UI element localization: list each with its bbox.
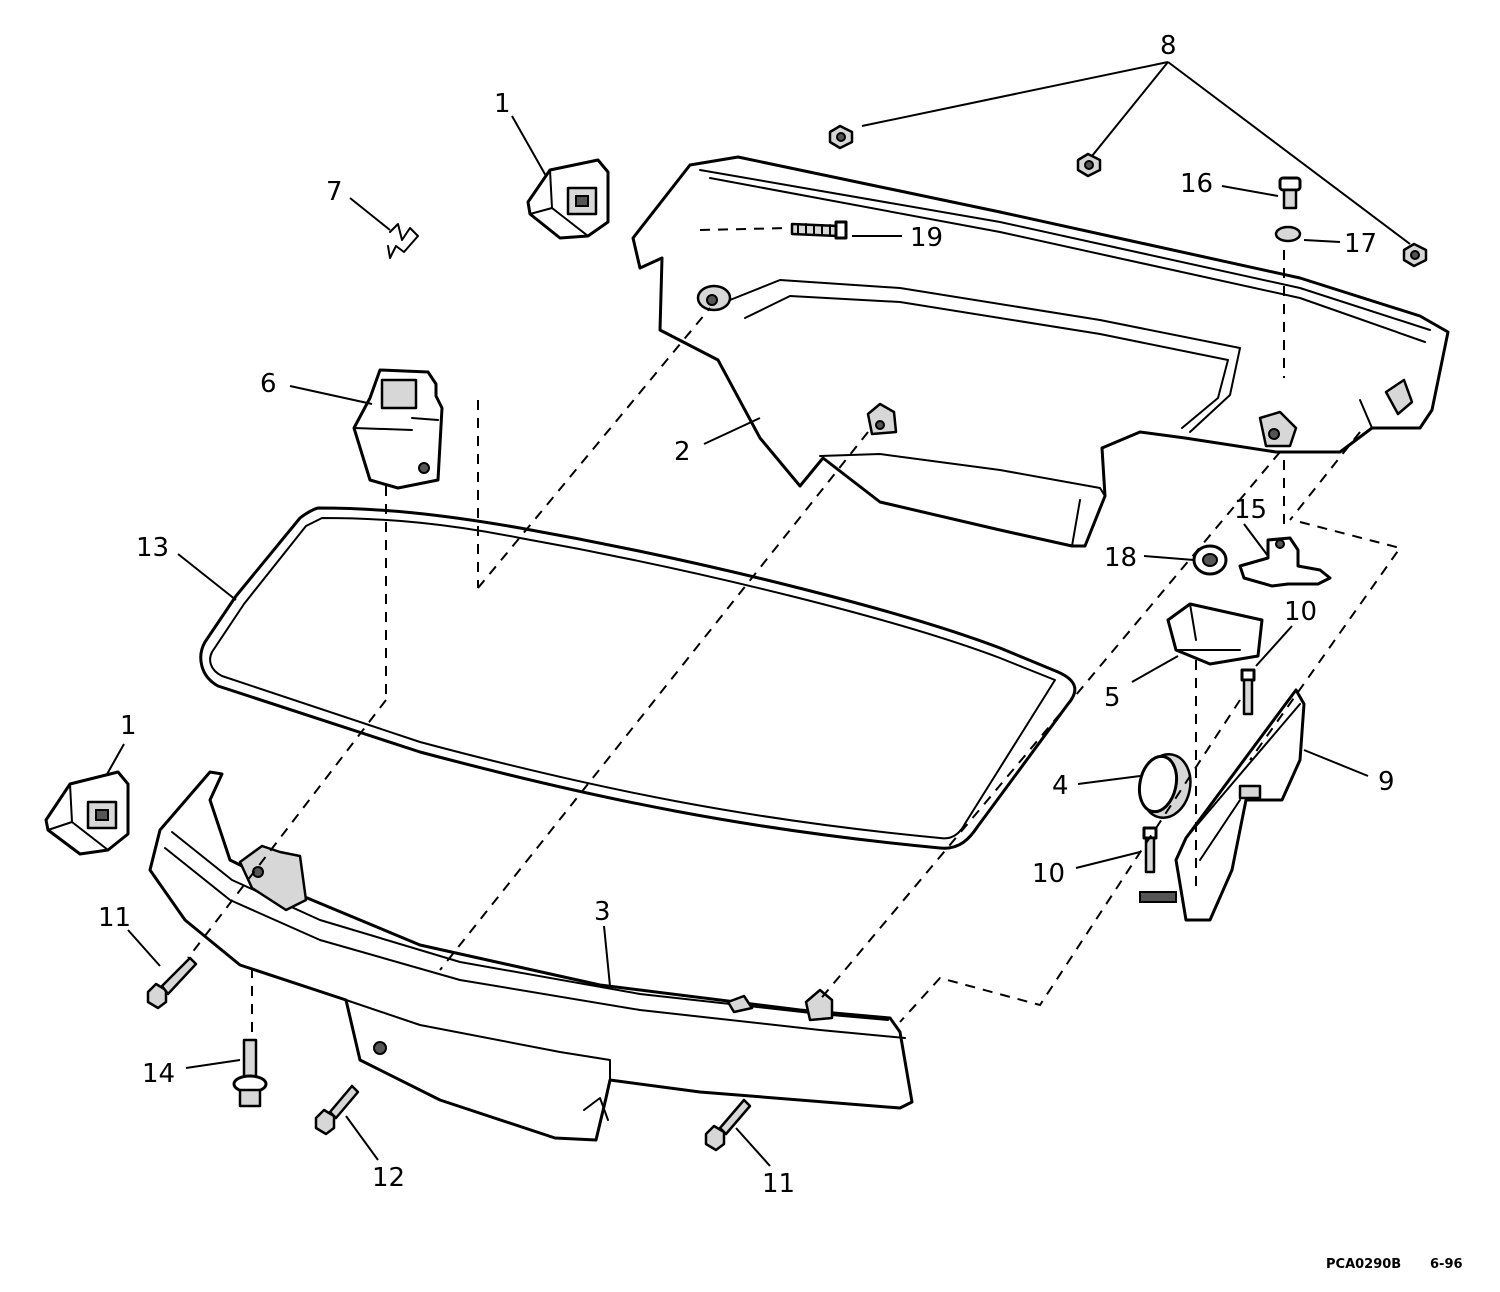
part-bolt-14 xyxy=(232,1038,268,1108)
drawing-code: PCA0290B xyxy=(1326,1257,1401,1272)
callout-15: 15 xyxy=(1234,495,1267,525)
callout-8: 8 xyxy=(1160,31,1177,61)
part-latch xyxy=(1238,536,1332,588)
revision-date: 6-96 xyxy=(1430,1257,1463,1272)
part-screw-19 xyxy=(790,220,848,240)
callout-7: 7 xyxy=(326,177,343,207)
part-bolt-11-left xyxy=(146,956,198,1010)
callout-1-upper: 1 xyxy=(494,89,511,119)
callout-9: 9 xyxy=(1378,767,1395,797)
callout-10-lower: 10 xyxy=(1032,859,1065,889)
part-screw-16 xyxy=(1278,176,1302,210)
callout-18: 18 xyxy=(1104,543,1137,573)
callout-17: 17 xyxy=(1344,229,1377,259)
callout-12: 12 xyxy=(372,1163,405,1193)
part-washer-17 xyxy=(1274,225,1302,243)
callout-5: 5 xyxy=(1104,683,1121,713)
part-nut-8-a xyxy=(828,124,854,150)
part-bolt-11-right xyxy=(704,1098,752,1152)
part-nut-8-b xyxy=(1076,152,1102,178)
callout-6: 6 xyxy=(260,369,277,399)
callout-3: 3 xyxy=(594,897,611,927)
part-bracket xyxy=(1139,688,1306,922)
part-rubber-block-upper xyxy=(526,158,610,240)
part-nut-8-c xyxy=(1402,242,1428,268)
part-clip xyxy=(387,223,419,259)
callout-13: 13 xyxy=(136,533,169,563)
callout-11-right: 11 xyxy=(762,1169,795,1199)
part-bolt-12 xyxy=(314,1084,360,1136)
part-upper-cowl xyxy=(631,155,1450,548)
callout-1-lower: 1 xyxy=(120,711,137,741)
callout-labels: 1 1 2 3 4 5 6 7 8 9 10 10 11 11 12 13 14… xyxy=(98,31,1395,1199)
part-screw-10-lower xyxy=(1142,826,1158,874)
callout-11-left: 11 xyxy=(98,903,131,933)
callout-14: 14 xyxy=(142,1059,175,1089)
part-latch-cover xyxy=(1166,602,1264,666)
callout-4: 4 xyxy=(1052,771,1069,801)
callout-2: 2 xyxy=(674,437,691,467)
leader-lines xyxy=(105,61,1411,1167)
part-grommet xyxy=(1137,753,1192,819)
part-latch-housing xyxy=(352,368,444,490)
callout-16: 16 xyxy=(1180,169,1213,199)
part-rubber-block-lower xyxy=(44,770,130,856)
callout-19: 19 xyxy=(910,223,943,253)
callout-10-upper: 10 xyxy=(1284,597,1317,627)
part-seal xyxy=(199,506,1077,850)
part-screw-10-upper xyxy=(1240,668,1256,716)
